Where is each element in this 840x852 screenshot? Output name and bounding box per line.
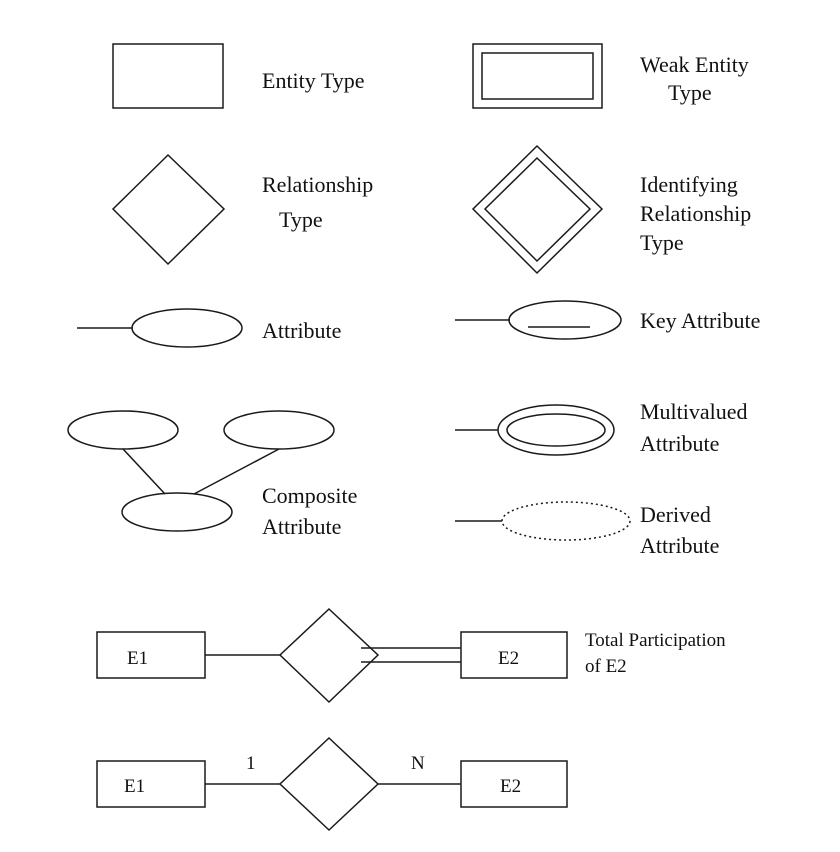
cardinality-left-entity-label: E1	[124, 776, 145, 797]
participation-relationship	[278, 607, 380, 704]
key-attribute-symbol	[455, 300, 622, 340]
composite-label-line1: Composite	[262, 483, 357, 508]
cardinality-relationship	[278, 736, 380, 832]
multivalued-label-line2: Attribute	[640, 431, 719, 456]
entity-type-label: Entity Type	[262, 68, 365, 93]
relationship-label-line1: Relationship	[262, 172, 373, 197]
cardinality-left-entity	[96, 760, 206, 808]
composite-attribute-symbol	[67, 410, 335, 532]
participation-note-line1: Total Participation	[585, 630, 726, 651]
relationship-type-symbol	[111, 153, 226, 266]
weak-entity-symbol	[472, 43, 603, 109]
cardinality-right-label: N	[411, 753, 425, 774]
participation-note-line2: of E2	[585, 656, 627, 677]
attribute-label: Attribute	[262, 318, 341, 343]
cardinality-example: E1 1 N E2	[96, 736, 568, 832]
weak-entity-label-line1: Weak Entity	[640, 52, 749, 77]
composite-label-line2: Attribute	[262, 514, 341, 539]
multivalued-label-line1: Multivalued	[640, 399, 748, 424]
cardinality-right-entity-label: E2	[500, 776, 521, 797]
participation-right-entity-label: E2	[498, 648, 519, 669]
cardinality-right-entity	[460, 760, 568, 808]
identifying-label-line2: Relationship	[640, 201, 751, 226]
key-attribute-label: Key Attribute	[640, 308, 760, 333]
relationship-label-line2: Type	[279, 207, 323, 232]
weak-entity-label-line2: Type	[668, 80, 712, 105]
participation-left-entity-label: E1	[127, 648, 148, 669]
derived-attribute-symbol	[455, 501, 631, 541]
identifying-label-line3: Type	[640, 230, 684, 255]
derived-label-line1: Derived	[640, 502, 711, 527]
entity-type-symbol	[112, 43, 224, 109]
identifying-label-line1: Identifying	[640, 172, 738, 197]
derived-label-line2: Attribute	[640, 533, 719, 558]
participation-right-entity	[460, 631, 568, 679]
identifying-relationship-symbol	[471, 144, 604, 275]
attribute-symbol	[77, 308, 243, 348]
participation-left-entity	[96, 631, 206, 679]
participation-example: E1 E2	[96, 607, 568, 704]
multivalued-attribute-symbol	[455, 404, 615, 456]
cardinality-left-label: 1	[246, 753, 256, 774]
